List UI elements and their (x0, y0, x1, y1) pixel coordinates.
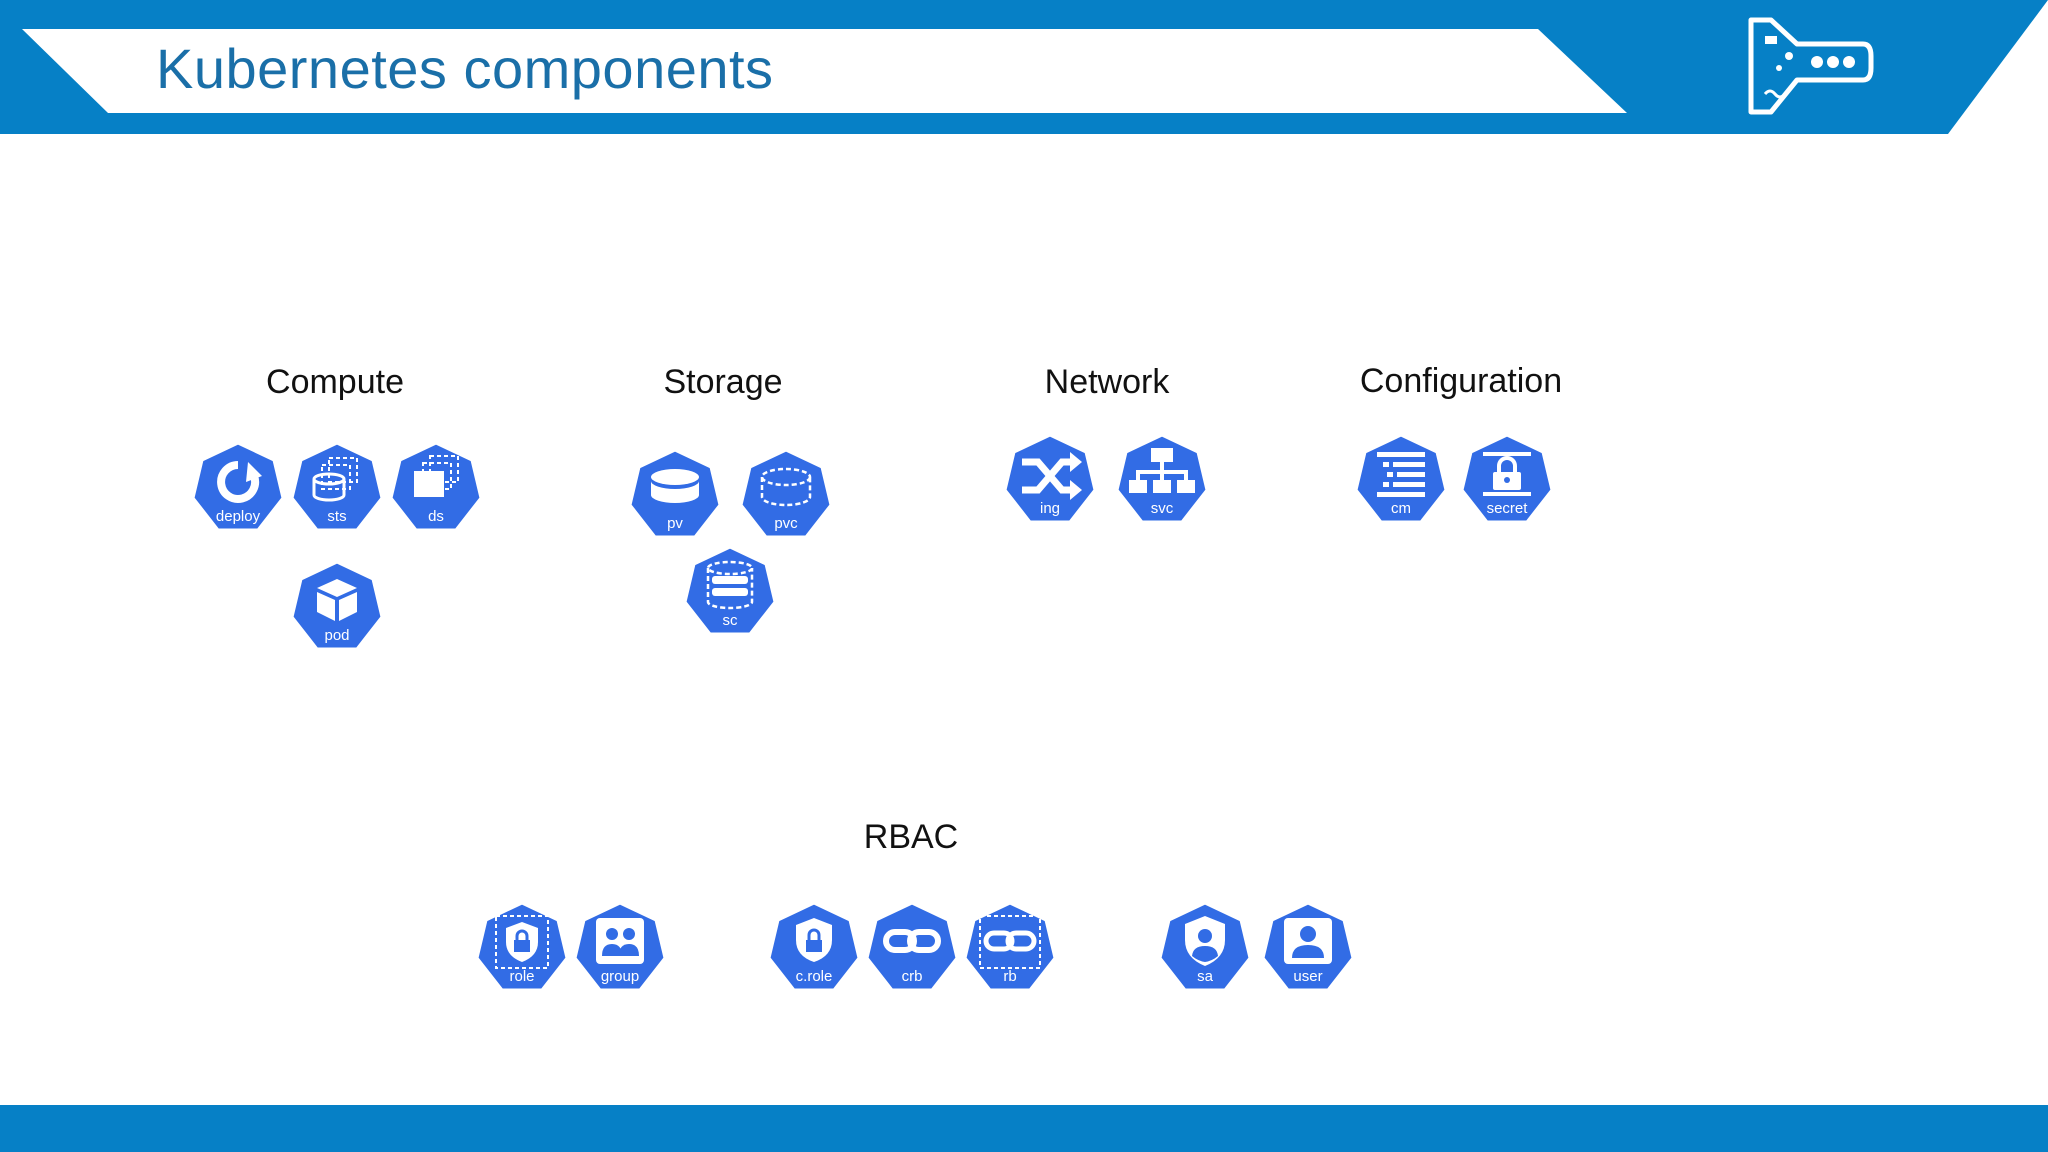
role-label: role (509, 968, 535, 985)
cm-label: cm (1391, 500, 1411, 517)
cm-icon: cm (1353, 432, 1449, 528)
user-icon: user (1260, 900, 1356, 996)
secret-label: secret (1486, 500, 1528, 517)
ing-icon: ing (1002, 432, 1098, 528)
ing-label: ing (1039, 500, 1061, 517)
sa-label: sa (1197, 968, 1213, 985)
title-band (22, 29, 1627, 113)
sts-label: sts (327, 508, 347, 525)
slide-title: Kubernetes components (156, 37, 774, 100)
group-label: group (600, 968, 640, 985)
sa-icon: sa (1157, 900, 1253, 996)
crb-icon: crb (864, 900, 960, 996)
pod-icon: pod (289, 559, 385, 655)
pv-icon: pv (627, 447, 723, 543)
group-label-storage: Storage (663, 363, 783, 401)
deploy-icon: deploy (190, 440, 286, 536)
group-label-rbac: RBAC (863, 818, 959, 856)
group-label-compute: Compute (266, 363, 404, 401)
pvc-icon: pvc (738, 447, 834, 543)
ds-label: ds (428, 508, 444, 525)
sc-label: sc (722, 612, 738, 629)
c-role-label: c.role (795, 968, 833, 985)
rb-icon: rb (962, 900, 1058, 996)
svc-icon: svc (1114, 432, 1210, 528)
flask-logo-icon (1745, 16, 1875, 118)
rb-label: rb (1003, 968, 1017, 985)
deploy-label: deploy (215, 508, 261, 525)
role-icon: role (474, 900, 570, 996)
sc-icon: sc (682, 544, 778, 640)
user-label: user (1293, 968, 1323, 985)
pv-label: pv (667, 515, 683, 532)
crb-label: crb (901, 968, 923, 985)
ds-icon: ds (388, 440, 484, 536)
group-label-network: Network (1044, 363, 1170, 401)
svc-label: svc (1150, 500, 1174, 517)
secret-icon: secret (1459, 432, 1555, 528)
sts-icon: sts (289, 440, 385, 536)
pvc-label: pvc (774, 515, 798, 532)
footer-bar (0, 1105, 2048, 1152)
pod-label: pod (324, 627, 350, 644)
group-icon: group (572, 900, 668, 996)
group-label-configuration: Configuration (1359, 362, 1563, 400)
c-role-icon: c.role (766, 900, 862, 996)
